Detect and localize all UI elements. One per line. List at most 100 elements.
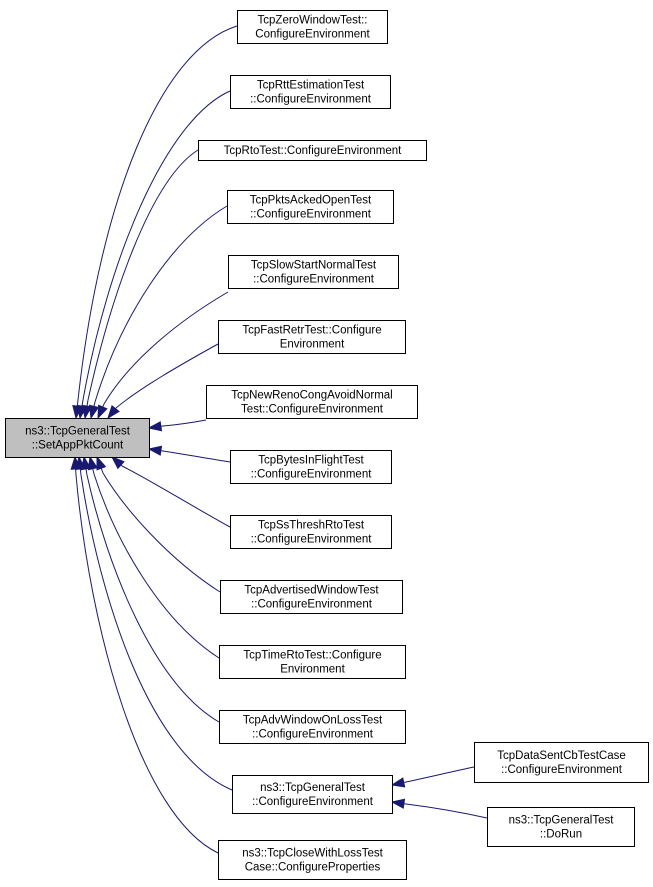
node-tcprttestimationtest-configureenvironment[interactable]: TcpRttEstimationTest::ConfigureEnvironme…: [230, 75, 391, 109]
node-box[interactable]: [487, 807, 635, 847]
node-label-line: ::ConfigureEnvironment: [253, 274, 375, 286]
node-label-line: Test::ConfigureEnvironment: [241, 404, 384, 416]
arrowhead-icon: [147, 421, 163, 432]
node-tcptimertotest-configureenvironment[interactable]: TcpTimeRtoTest::ConfigureEnvironment: [219, 645, 406, 679]
edge-n3-to-n0: [81, 149, 199, 420]
node-label-line: TcpFastRetrTest::Configure: [242, 325, 381, 337]
node-label-line: TcpAdvertisedWindowTest: [244, 585, 379, 597]
node-label-line: ::ConfigureEnvironment: [251, 534, 373, 546]
node-label-line: ::ConfigureEnvironment: [252, 796, 374, 808]
edge-n10-to-n0: [96, 455, 221, 593]
edge-n11-to-n0: [87, 455, 220, 659]
node-label-line: TcpRtoTest::ConfigureEnvironment: [224, 145, 402, 157]
node-box[interactable]: [219, 710, 406, 744]
edge-connector: [93, 401, 96, 407]
edge-line: [93, 473, 220, 659]
arrowhead-icon: [110, 456, 125, 470]
node-box[interactable]: [230, 75, 391, 109]
node-label-line: ::ConfigureEnvironment: [251, 599, 373, 611]
node-tcpnewrenocongavoidnormaltest-configureenvironment[interactable]: TcpNewRenoCongAvoidNormalTest::Configure…: [206, 385, 418, 419]
node-box[interactable]: [228, 255, 399, 289]
node-label-line: TcpTimeRtoTest::Configure: [243, 650, 381, 662]
edge-n9-to-n0: [110, 456, 231, 528]
node-tcpdatasentcbtestcase-configureenvironment[interactable]: TcpDataSentCbTestCase::ConfigureEnvironm…: [474, 742, 649, 783]
node-box[interactable]: [230, 450, 392, 484]
node-label-line: TcpPktsAckedOpenTest: [250, 195, 372, 207]
node-label-line: ::ConfigureEnvironment: [252, 729, 374, 741]
node-box[interactable]: [206, 385, 418, 419]
node-label-line: TcpNewRenoCongAvoidNormal: [231, 390, 393, 402]
edge-line: [121, 465, 231, 528]
arrowhead-icon: [70, 455, 81, 470]
edge-line: [405, 766, 475, 783]
node-box[interactable]: [232, 775, 393, 814]
edge-n14-to-n0: [70, 455, 219, 854]
arrowhead-icon: [97, 404, 108, 420]
node-tcpbytesinflighttest-configureenvironment[interactable]: TcpBytesInFlightTest::ConfigureEnvironme…: [230, 450, 392, 484]
edge-connector: [85, 468, 88, 476]
node-label-line: ns3::TcpGeneralTest: [260, 782, 366, 794]
edge-n5-to-n0: [97, 291, 229, 420]
node-box[interactable]: [218, 320, 406, 354]
node-label-line: ::DoRun: [540, 829, 582, 841]
node-tcppktsackedopentest-configureenvironment[interactable]: TcpPktsAckedOpenTest::ConfigureEnvironme…: [227, 190, 394, 224]
node-box[interactable]: [474, 742, 649, 783]
node-box[interactable]: [230, 515, 392, 549]
node-label-line: ::ConfigureEnvironment: [250, 94, 372, 106]
arrowhead-icon: [147, 445, 163, 456]
node-label-line: ns3::TcpGeneralTest: [25, 426, 131, 438]
node-tcpslowstartnormaltest-configureenvironment[interactable]: TcpSlowStartNormalTest::ConfigureEnviron…: [228, 255, 399, 289]
edge-n8-to-n0: [147, 445, 231, 463]
node-ns3-tcpgeneraltest-dorun[interactable]: ns3::TcpGeneralTest::DoRun: [487, 807, 635, 847]
node-ns3-tcpclosewithlosstestcase-configureproperties[interactable]: ns3::TcpCloseWithLossTestCase::Configure…: [218, 840, 407, 880]
node-tcpfastretrtest-configureenvironment[interactable]: TcpFastRetrTest::ConfigureEnvironment: [218, 320, 406, 354]
node-label-line: Environment: [280, 339, 345, 351]
node-box[interactable]: [5, 418, 150, 458]
edge-connector: [86, 399, 89, 407]
edge-line: [102, 472, 221, 593]
node-tcpadvwindowonlosstest-configureenvironment[interactable]: TcpAdvWindowOnLossTest::ConfigureEnviron…: [219, 710, 406, 744]
node-label-line: TcpRttEstimationTest: [257, 80, 365, 92]
node-ns3-tcpgeneraltest-setapppktcount[interactable]: ns3::TcpGeneralTest::SetAppPktCount: [5, 418, 150, 458]
edge-line: [115, 343, 219, 409]
node-label-line: ::ConfigureEnvironment: [250, 209, 372, 221]
edge-line: [94, 205, 228, 403]
edge-line: [77, 25, 238, 401]
edge-n16-to-n13: [390, 798, 488, 819]
edge-connector: [100, 468, 104, 474]
node-tcprtotest-configureenvironment[interactable]: TcpRtoTest::ConfigureEnvironment: [198, 140, 427, 161]
edge-line: [162, 419, 207, 427]
edge-connector: [92, 468, 95, 475]
edge-connector: [102, 403, 105, 408]
node-label-line: Case::ConfigureProperties: [245, 862, 381, 874]
node-box[interactable]: [219, 645, 406, 679]
node-tcpzerowindowtest-configureenvironment[interactable]: TcpZeroWindowTest::ConfigureEnvironment: [237, 10, 388, 44]
node-box[interactable]: [220, 580, 403, 614]
node-label-line: ns3::TcpCloseWithLossTest: [242, 848, 383, 860]
node-box[interactable]: [237, 10, 388, 44]
node-label-line: TcpZeroWindowTest::: [258, 15, 368, 27]
edge-connector: [79, 468, 82, 476]
edge-line: [86, 474, 220, 723]
node-tcpssthreshrtotest-configureenvironment[interactable]: TcpSsThreshRtoTest::ConfigureEnvironment: [230, 515, 392, 549]
edge-line: [162, 450, 231, 463]
edge-n6-to-n0: [107, 343, 219, 420]
node-label-line: ::SetAppPktCount: [32, 440, 124, 452]
node-label-line: ::ConfigureEnvironment: [251, 469, 373, 481]
node-label-line: TcpDataSentCbTestCase: [497, 750, 625, 762]
edge-line: [75, 474, 219, 854]
node-label-line: TcpBytesInFlightTest: [258, 455, 364, 467]
node-label-line: ConfigureEnvironment: [255, 29, 370, 41]
edge-n15-to-n13: [390, 766, 475, 788]
node-label-line: ::ConfigureEnvironment: [501, 764, 623, 776]
edge-line: [405, 803, 488, 819]
node-ns3-tcpgeneraltest-configureenvironment[interactable]: ns3::TcpGeneralTest::ConfigureEnvironmen…: [232, 775, 393, 814]
node-box[interactable]: [227, 190, 394, 224]
edge-n4-to-n0: [88, 205, 228, 420]
edge-line: [87, 149, 199, 401]
node-label-line: TcpSlowStartNormalTest: [251, 260, 377, 272]
node-box[interactable]: [198, 140, 427, 161]
node-box[interactable]: [218, 840, 407, 880]
node-tcpadvertisedwindowtest-configureenvironment[interactable]: TcpAdvertisedWindowTest::ConfigureEnviro…: [220, 580, 403, 614]
